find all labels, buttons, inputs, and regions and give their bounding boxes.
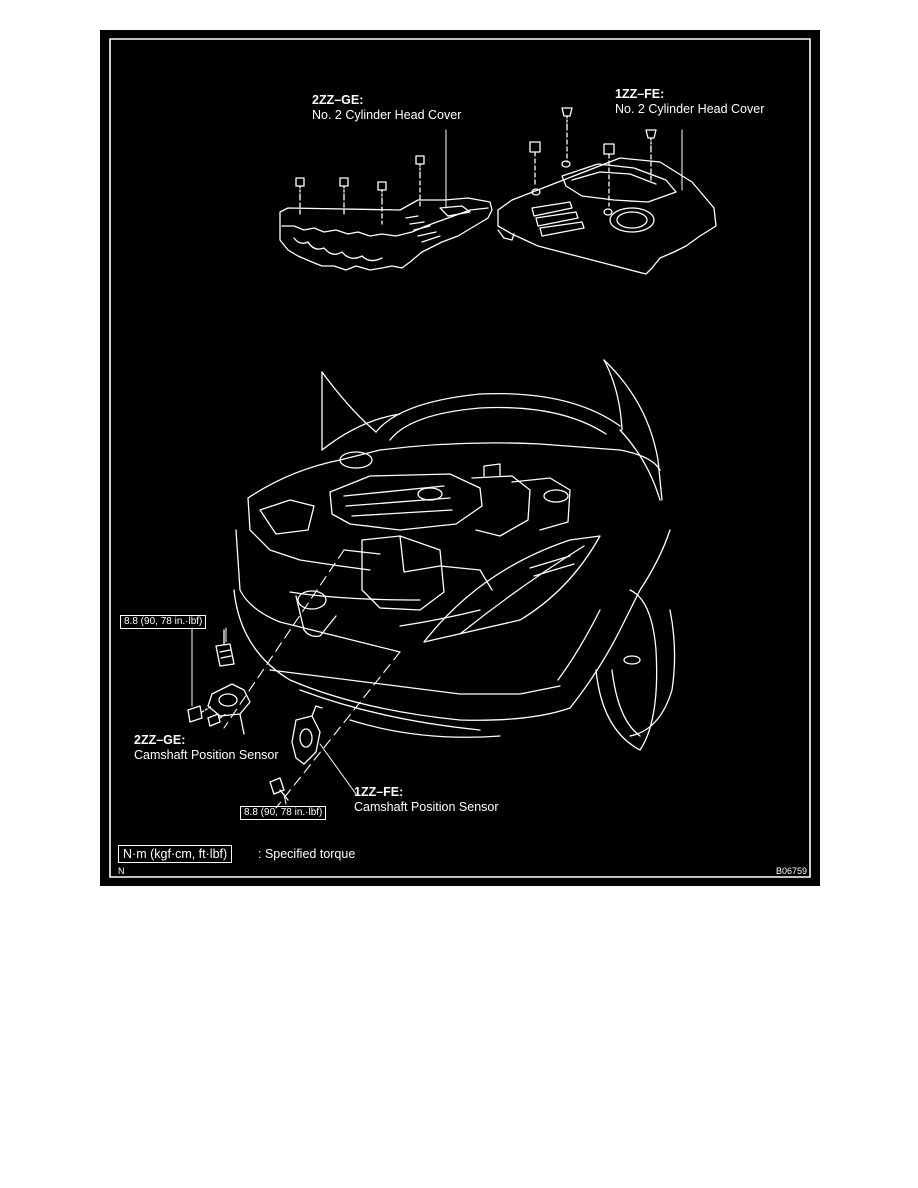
gz-head-cover-drawing — [279, 129, 493, 271]
car-drawing — [233, 359, 676, 751]
corner-code-right: B06759 — [776, 866, 808, 876]
label-1zz-fe-sensor-code: 1ZZ–FE: — [354, 785, 404, 799]
legend-specified-torque: : Specified torque — [258, 847, 356, 861]
torque-box-upper: 8.8 (90, 78 in.·lbf) — [120, 615, 207, 629]
label-2zz-ge-cover-code: 2ZZ–GE: — [312, 93, 364, 107]
corner-code-left: N — [118, 866, 125, 876]
label-2zz-ge-sensor-code: 2ZZ–GE: — [134, 733, 186, 747]
label-2zz-ge-sensor: 2ZZ–GE: Camshaft Position Sensor — [134, 733, 279, 763]
fz-head-cover-drawing — [497, 107, 717, 275]
label-2zz-ge-cover-text: No. 2 Cylinder Head Cover — [312, 108, 462, 122]
diagram-illustration — [109, 38, 811, 878]
fz-sensor-drawing — [269, 651, 401, 809]
gz-sensor-drawing — [187, 549, 345, 735]
label-1zz-fe-cover: 1ZZ–FE: No. 2 Cylinder Head Cover — [615, 87, 764, 117]
inner-border — [109, 38, 811, 878]
label-2zz-ge-cover: 2ZZ–GE: No. 2 Cylinder Head Cover — [312, 93, 461, 123]
label-1zz-fe-sensor: 1ZZ–FE: Camshaft Position Sensor — [354, 785, 499, 815]
label-2zz-ge-sensor-text: Camshaft Position Sensor — [134, 748, 279, 762]
legend-torque-units: N·m (kgf·cm, ft·lbf) — [118, 845, 233, 863]
label-1zz-fe-cover-code: 1ZZ–FE: — [615, 87, 665, 101]
diagram-frame: 2ZZ–GE: No. 2 Cylinder Head Cover 1ZZ–FE… — [100, 30, 820, 886]
label-1zz-fe-cover-text: No. 2 Cylinder Head Cover — [615, 102, 765, 116]
torque-box-lower: 8.8 (90, 78 in.·lbf) — [240, 806, 327, 820]
label-1zz-fe-sensor-text: Camshaft Position Sensor — [354, 800, 499, 814]
